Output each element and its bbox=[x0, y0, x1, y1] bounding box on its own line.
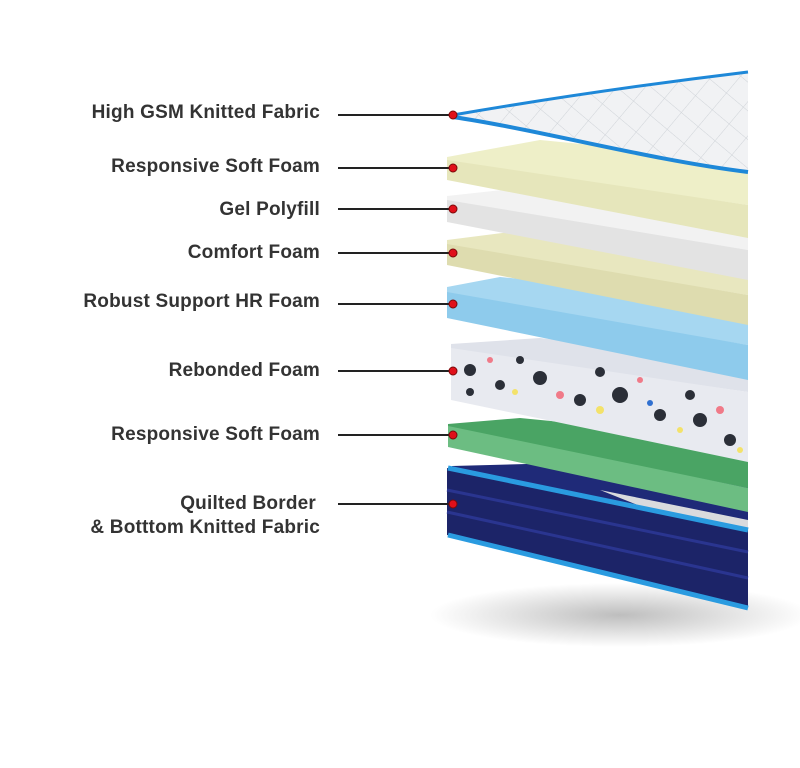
layer-rebonded-foam bbox=[451, 338, 748, 462]
label-hr-foam: Robust Support HR Foam bbox=[83, 291, 320, 312]
label-bottom-knitted-fabric: & Botttom Knitted Fabric bbox=[90, 517, 320, 538]
label-knitted-fabric: High GSM Knitted Fabric bbox=[91, 102, 320, 123]
pointer-lines bbox=[338, 114, 453, 505]
layer-gel-polyfill bbox=[447, 188, 748, 280]
label-rebonded-foam: Rebonded Foam bbox=[168, 360, 320, 381]
label-responsive-soft-foam-2: Responsive Soft Foam bbox=[111, 424, 320, 445]
label-gel-polyfill: Gel Polyfill bbox=[219, 199, 320, 220]
label-comfort-foam: Comfort Foam bbox=[187, 242, 320, 263]
label-quilted-border: Quilted Border bbox=[180, 493, 316, 514]
layer-knitted-fabric bbox=[452, 70, 749, 174]
label-responsive-soft-foam: Responsive Soft Foam bbox=[111, 156, 320, 177]
pointer-dots bbox=[448, 110, 458, 509]
